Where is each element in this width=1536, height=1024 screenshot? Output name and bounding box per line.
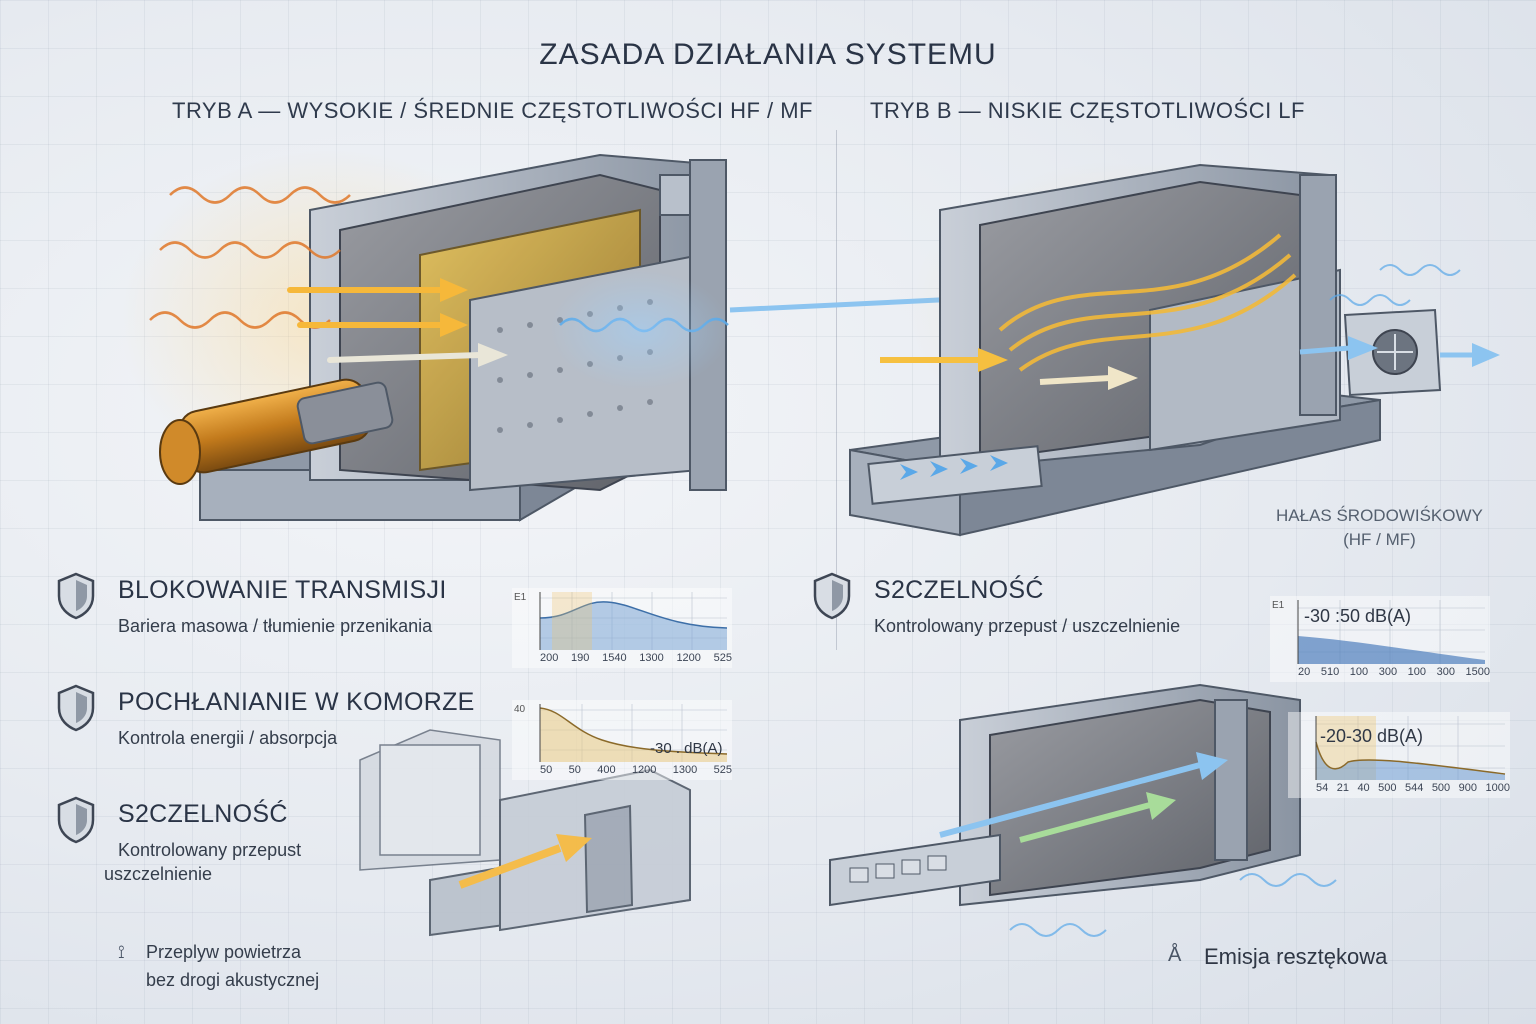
shield-icon [57, 796, 95, 844]
airflow-icon: ⟟ [118, 942, 125, 962]
mode-b-title: TRYB B — NISKIE CZĘSTOTLIWOŚCI LF [870, 98, 1305, 123]
fan-unit-icon [1343, 308, 1442, 397]
feature-desc: Kontrolowany przepust [118, 840, 302, 860]
shield-icon [57, 572, 95, 620]
mode-b-unit [849, 160, 1500, 537]
chart-b2-value: -20-30 dB(A) [1320, 726, 1424, 746]
feature-blocking: BLOKOWANIE TRANSMISJI Bariera masowa / t… [56, 572, 496, 652]
building-illustration [359, 729, 691, 937]
lower-right-unit [829, 683, 1337, 937]
airflow-note-line1: Przeplyw powietrza [146, 942, 302, 962]
feature-title: S2CZELNOŚĆ [118, 800, 288, 828]
environmental-noise-label: HAŁAS ŚRODOWIŚKOWY (HF / MF) [1276, 506, 1483, 549]
pipe-icon [159, 378, 394, 485]
section-divider [836, 130, 837, 650]
chart-a2-value: -30 . dB(A) [650, 740, 723, 757]
feature-desc: Kontrolowany przepust / uszczelnienie [874, 616, 1181, 636]
mode-a-title: TRYB A — WYSOKIE / ŚREDNIE CZĘSTOTLIWOŚC… [172, 98, 813, 123]
feature-desc-2: uszczelnienie [104, 864, 213, 884]
emission-icon: Å [1168, 944, 1182, 966]
feature-desc: Bariera masowa / tłumienie przenikania [118, 616, 433, 636]
mode-a-unit [120, 150, 730, 522]
residual-emission-label: Emisja resztękowa [1204, 944, 1388, 969]
page-title: ZASADA DZIAŁANIA SYSTEMU [539, 38, 997, 71]
door-icon [583, 804, 634, 914]
feature-absorption: POCHŁANIANIE W KOMORZE Kontrola energii … [56, 684, 496, 764]
feature-title: S2CZELNOŚĆ [874, 576, 1044, 604]
chart-b1-value: -30 :50 dB(A) [1304, 606, 1412, 626]
feature-sealing-b: S2CZELNOŚĆ Kontrolowany przepust / uszcz… [812, 572, 1252, 652]
shield-icon [57, 684, 95, 732]
feature-desc: Kontrola energii / absorpcja [118, 728, 338, 748]
feature-title: BLOKOWANIE TRANSMISJI [118, 576, 447, 604]
airflow-note-line2: bez drogi akustycznej [146, 970, 320, 990]
feature-sealing-a: S2CZELNOŚĆ Kontrolowany przepust uszczel… [56, 796, 376, 896]
feature-title: POCHŁANIANIE W KOMORZE [118, 688, 475, 716]
shield-icon [813, 572, 851, 620]
